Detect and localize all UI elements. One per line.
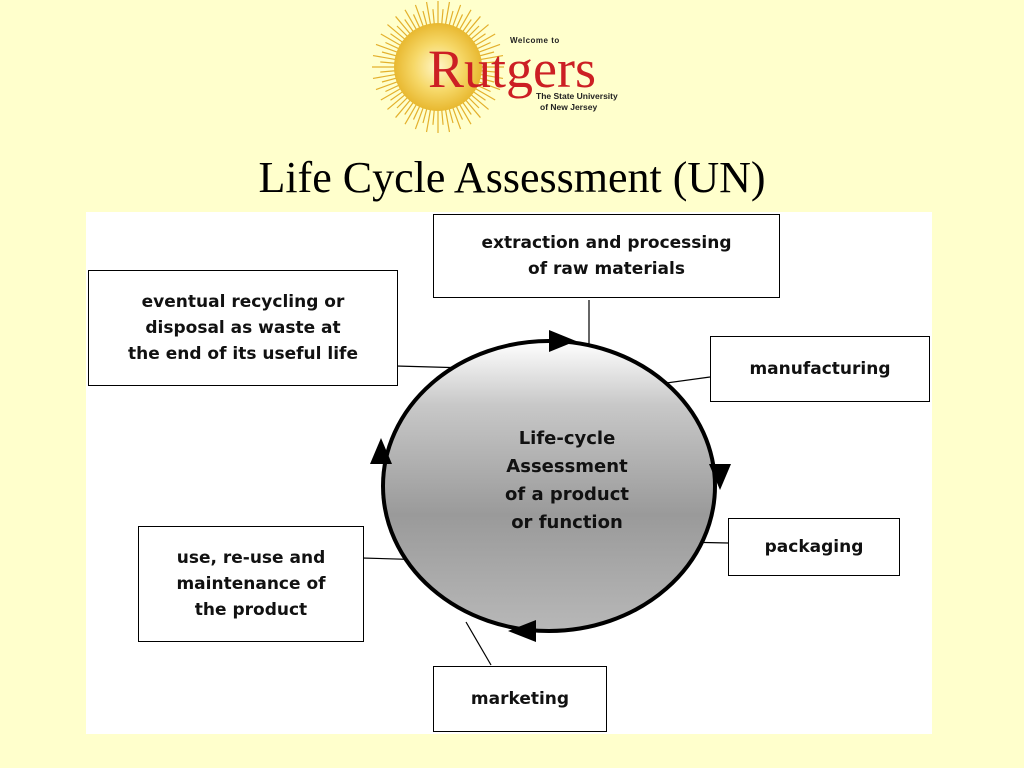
logo-wordmark: Rutgers	[428, 39, 596, 99]
cycle-graphic	[361, 300, 731, 666]
svg-text:The State University: The State University	[536, 91, 618, 101]
svg-text:of New Jersey: of New Jersey	[540, 102, 597, 112]
sunburst-icon: Rutgers The State University of New Jers…	[372, 1, 618, 133]
logo-welcome-text: Welcome to	[510, 36, 560, 45]
center-label: Life-cycle Assessment of a product or fu…	[505, 428, 629, 533]
arrow-left-icon	[508, 620, 536, 642]
life-cycle-diagram: Life-cycle Assessment of a product or fu…	[86, 212, 932, 734]
stage-packaging: packaging	[728, 518, 900, 576]
rutgers-logo: Rutgers The State University of New Jers…	[368, 0, 638, 135]
slide-title: Life Cycle Assessment (UN)	[258, 153, 766, 202]
stage-use: use, re-use and maintenance of the produ…	[138, 526, 364, 642]
stage-marketing: marketing	[433, 666, 607, 732]
stage-extraction: extraction and processing of raw materia…	[433, 214, 780, 298]
arrow-up-icon	[370, 438, 392, 464]
arrow-down-icon	[709, 464, 731, 490]
arrow-right-icon	[549, 330, 576, 352]
stage-manufacturing: manufacturing	[710, 336, 930, 402]
stage-disposal: eventual recycling or disposal as waste …	[88, 270, 398, 386]
